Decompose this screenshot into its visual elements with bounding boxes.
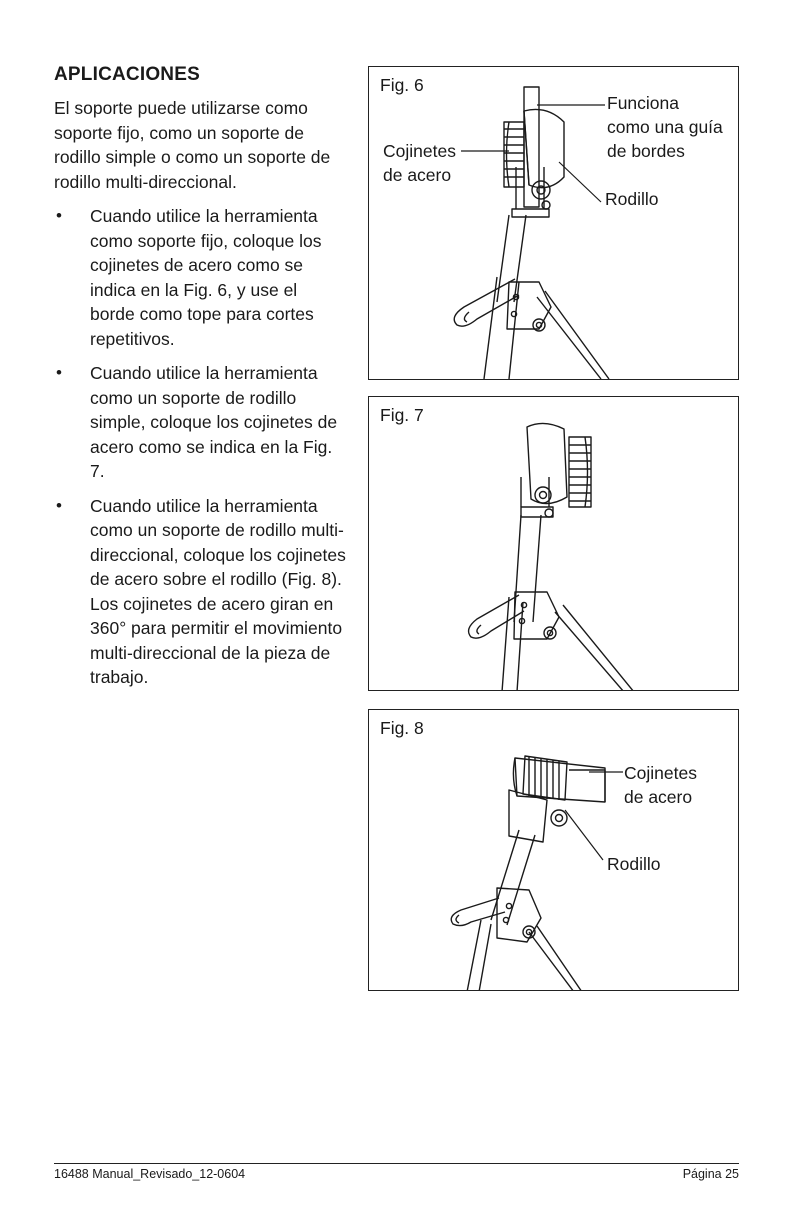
figure-8: Fig. 8 Cojinetes de acero Rodillo (368, 709, 739, 991)
bullet-item: • Cuando utilice la herramienta como sop… (54, 204, 346, 351)
fig7-roller-stand-illustration (467, 422, 634, 690)
figure-6-title: Fig. 6 (380, 75, 424, 95)
fig6-roller-stand-illustration (453, 86, 610, 379)
text-column: APLICACIONES El soporte puede utilizarse… (54, 64, 346, 700)
intro-paragraph: El soporte puede utilizarse como soporte… (54, 98, 331, 192)
footer-page-number: Página 25 (682, 1167, 739, 1181)
bullet-text: Cuando utilice la herramienta como un so… (90, 363, 338, 481)
footer-document-id: 16488 Manual_Revisado_12-0604 (54, 1167, 246, 1181)
figure-6: Fig. 6 Funciona como una guía de bordes … (368, 66, 739, 380)
fig8-roller-stand-illustration (450, 755, 623, 990)
callout-bearings: Cojinetes de acero (624, 763, 697, 807)
bullet-text: Cuando utilice la herramienta como sopor… (90, 206, 322, 349)
callout-edge-guide: Funciona como una guía de bordes (607, 93, 723, 161)
bullet-item: • Cuando utilice la herramienta como un … (54, 494, 346, 690)
footer-divider (54, 1163, 739, 1164)
bullet-icon: • (56, 206, 62, 225)
figure-8-title: Fig. 8 (380, 718, 424, 738)
callout-roller: Rodillo (607, 854, 661, 874)
section-heading: APLICACIONES (54, 64, 200, 85)
callout-bearings: Cojinetes de acero (383, 141, 456, 185)
bullet-icon: • (56, 495, 62, 515)
bullet-item: • Cuando utilice la herramienta como un … (54, 361, 346, 484)
bullet-list: • Cuando utilice la herramienta como sop… (54, 204, 346, 690)
figure-7: Fig. 7 (368, 396, 739, 691)
callout-roller: Rodillo (605, 189, 659, 209)
figure-7-title: Fig. 7 (380, 405, 424, 425)
bullet-icon: • (56, 363, 62, 382)
bullet-text: Cuando utilice la herramienta como un so… (90, 495, 346, 688)
